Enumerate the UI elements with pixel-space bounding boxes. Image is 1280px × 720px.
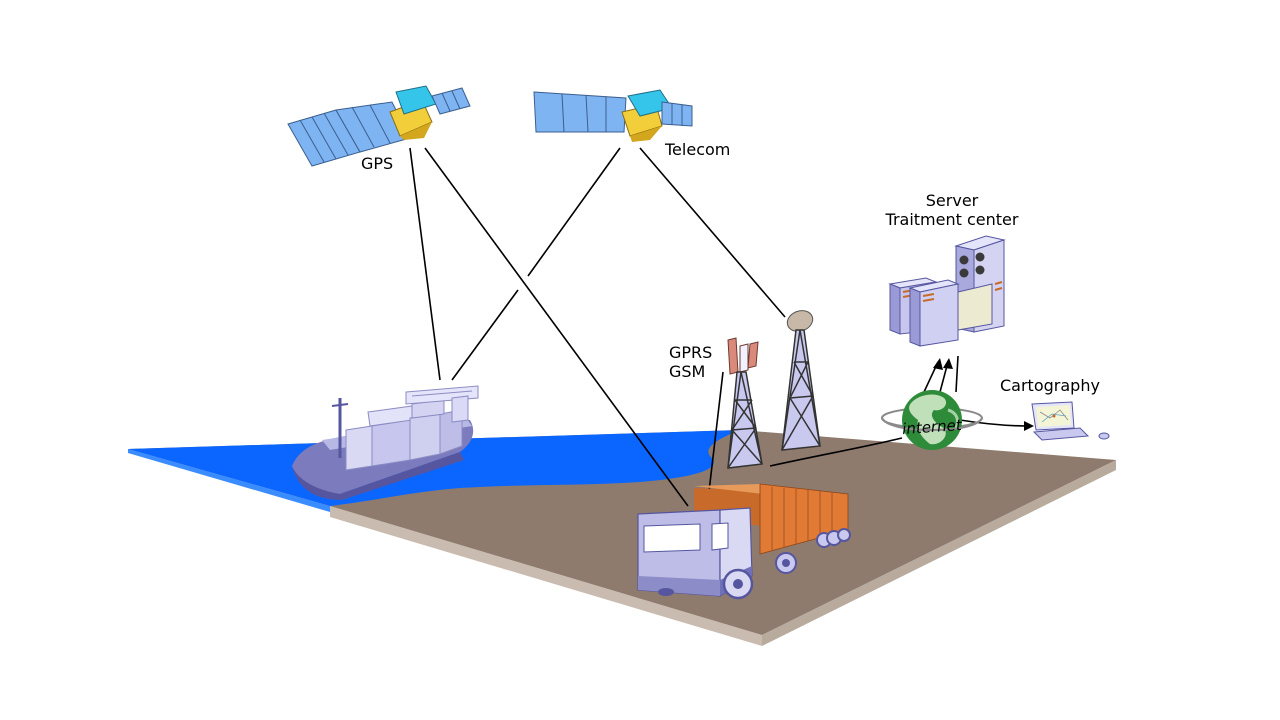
link-telecom-ship-a: [527, 147, 621, 277]
keyboard: [1032, 427, 1090, 441]
windshield: [643, 523, 701, 553]
cab-wheels: [658, 568, 754, 600]
land-edge: [330, 506, 762, 646]
arrow-to-cartography: [1024, 421, 1034, 431]
solar-panel-left: [533, 91, 627, 133]
side-window: [711, 522, 729, 551]
fan-icon: [959, 252, 985, 278]
cartography-label: Cartography: [1000, 376, 1100, 395]
gsm-label: GSM: [669, 362, 705, 381]
link-gps-ship: [409, 147, 441, 381]
link-telecom-ship-b: [451, 289, 519, 381]
server-unit-front: [908, 279, 960, 347]
ship-hull-side: [292, 452, 464, 500]
telecom-satellite: Telecom: [533, 89, 730, 159]
solar-panel-right: [431, 87, 471, 115]
link-internet-server-3: [955, 355, 959, 393]
trailer-wheels: [775, 528, 851, 574]
map-icon: [1036, 405, 1071, 427]
link-internet-cartography: [959, 419, 1031, 427]
link-tower-internet: [769, 437, 903, 467]
dish-tower: [781, 310, 821, 451]
link-telecom-dish: [639, 147, 786, 318]
cargo-ship: [292, 385, 479, 500]
link-truck-gsm: [707, 371, 724, 501]
internet-globe: internet: [881, 390, 983, 450]
globe-landmass: [909, 394, 947, 445]
arrow-to-server-2: [943, 358, 953, 369]
link-gps-truck: [424, 147, 689, 507]
server-label: Server: [926, 191, 979, 210]
server-cluster: Server Traitment center: [885, 191, 1019, 347]
truck-container: [694, 483, 849, 555]
truck-cab: [637, 507, 753, 598]
globe-ring-front: [881, 417, 983, 432]
gps-satellite: GPS: [287, 85, 471, 173]
treatment-center-label: Traitment center: [885, 210, 1019, 229]
dish-lattice: [781, 329, 821, 451]
gsm-lattice: [727, 371, 763, 469]
arrow-to-server-1: [933, 358, 943, 370]
server-tower-back: [954, 235, 1006, 333]
truck: [637, 483, 851, 600]
internet-label: internet: [902, 416, 964, 438]
ship-bridge: [405, 385, 479, 423]
satellite-top: [395, 85, 437, 115]
gprs-label: GPRS: [669, 343, 712, 362]
gsm-antenna: [727, 337, 759, 375]
land-edge-right: [762, 460, 1116, 646]
solar-panel-right: [661, 101, 693, 127]
satellite-base: [400, 122, 432, 140]
sea-edge: [128, 449, 330, 512]
satellite-base: [630, 126, 662, 142]
gsm-tower: GPRS GSM: [669, 337, 763, 469]
telecom-label: Telecom: [664, 140, 730, 159]
ground: [128, 430, 1116, 646]
connections: [409, 147, 1034, 507]
gps-label: GPS: [361, 154, 393, 173]
mouse: [1098, 432, 1110, 440]
cartography-workstation: Cartography: [1000, 376, 1110, 441]
